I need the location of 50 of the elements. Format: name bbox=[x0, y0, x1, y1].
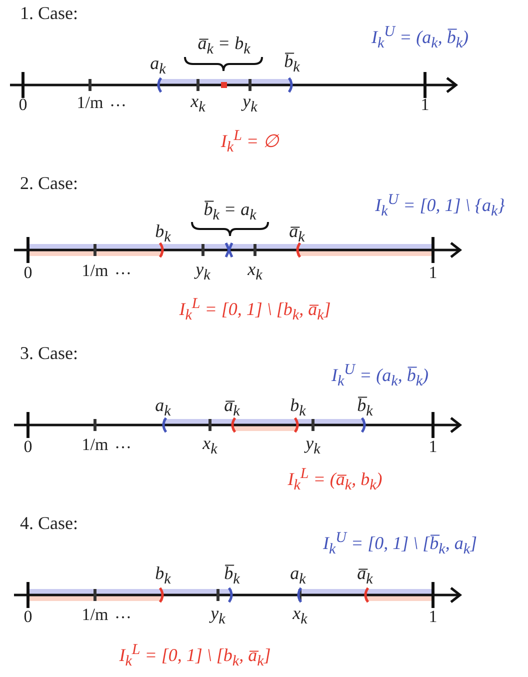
tick-label: x$_{k}$ bbox=[202, 434, 218, 458]
point-label: a̅$_{k}$ bbox=[289, 222, 305, 246]
ellipsis: … bbox=[114, 260, 132, 279]
tick-label: y$_{k}$ bbox=[196, 260, 210, 284]
point-label: b$_{k}$ bbox=[155, 564, 171, 588]
ellipsis: … bbox=[114, 434, 132, 453]
ellipsis: … bbox=[114, 604, 132, 623]
point-label: b$_{k}$ bbox=[155, 222, 171, 246]
tick-label: 1/m bbox=[76, 94, 104, 113]
tick-label: 1/m bbox=[82, 436, 108, 455]
interval-formula: I$_{k}$$^{L}$ = [0, 1] \ [b$_{k}$, a̅$_{k}$] bbox=[119, 642, 271, 670]
interval-formula: I$_{k}$$^{L}$ = [0, 1] \ [b$_{k}$, a̅$_{k}$] bbox=[179, 296, 331, 324]
tick-label: x$_{k}$ bbox=[248, 260, 262, 284]
tick-label: x$_{k}$ bbox=[190, 92, 206, 116]
interval-formula: I$_{k}$$^{U}$ = (a$_{k}$, b̅$_{k}$) bbox=[332, 362, 428, 390]
point-label: a̅$_{k}$ bbox=[224, 396, 240, 420]
interval-formula: I$_{k}$$^{U}$ = [0, 1] \ [b̅$_{k}$, a$_{k}$] bbox=[322, 530, 478, 558]
case-heading: 2. Case: bbox=[20, 174, 78, 194]
tick-label: y$_{k}$ bbox=[210, 604, 226, 628]
tick-label: x$_{k}$ bbox=[292, 604, 308, 628]
point-label: b̅$_{k}$ bbox=[284, 52, 300, 76]
point-label: b̅$_{k}$ = a$_{k}$ bbox=[204, 200, 256, 224]
tick-label: 1 bbox=[428, 264, 438, 283]
case-heading: 4. Case: bbox=[20, 514, 78, 534]
tick-label: 1 bbox=[428, 608, 438, 627]
tick-label: 0 bbox=[24, 608, 32, 627]
tick-label: 1 bbox=[420, 96, 430, 115]
interval-formula: I$_{k}$$^{U}$ = [0, 1] \ {a$_{k}$} bbox=[375, 192, 505, 220]
tick-label: 0 bbox=[24, 438, 32, 457]
ellipsis: … bbox=[110, 92, 126, 111]
tick-label: 1/m bbox=[82, 606, 108, 625]
point-label: b̅$_{k}$ bbox=[224, 564, 240, 588]
case-heading: 3. Case: bbox=[20, 344, 78, 364]
interval-formula: I$_{k}$$^{L}$ = ∅ bbox=[220, 128, 280, 156]
case-heading: 1. Case: bbox=[20, 4, 78, 24]
point-label: a$_{k}$ bbox=[155, 396, 171, 420]
point-label: a̅$_{k}$ bbox=[357, 564, 373, 588]
tick-label: y$_{k}$ bbox=[306, 434, 320, 458]
point-label: a$_{k}$ bbox=[150, 54, 166, 78]
tick-label: 1 bbox=[428, 438, 438, 457]
point-label: b̅$_{k}$ bbox=[357, 396, 373, 420]
point-label: a$_{k}$ bbox=[290, 564, 306, 588]
tick-label: 1/m bbox=[82, 262, 108, 281]
point-label: b$_{k}$ bbox=[290, 396, 306, 420]
tick-label: y$_{k}$ bbox=[242, 92, 258, 116]
point-label: a̅$_{k}$ = b$_{k}$ bbox=[198, 34, 250, 58]
tick-label: 0 bbox=[24, 264, 32, 283]
interval-formula: I$_{k}$$^{U}$ = (a$_{k}$, b̅$_{k}$) bbox=[372, 24, 468, 52]
interval-formula: I$_{k}$$^{L}$ = (a̅$_{k}$, b$_{k}$) bbox=[288, 466, 382, 494]
tick-label: 0 bbox=[18, 96, 28, 115]
